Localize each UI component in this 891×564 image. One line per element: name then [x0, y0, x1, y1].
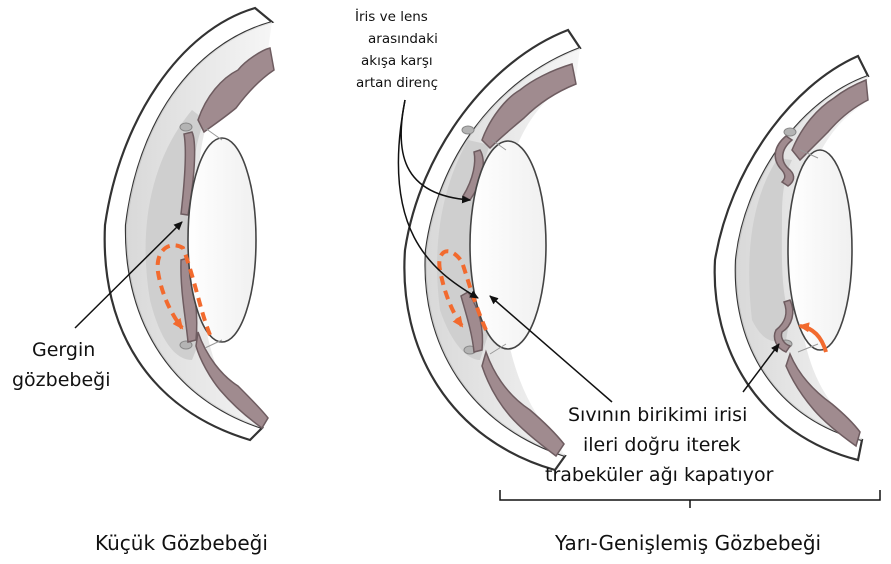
taut-pupil-line-1: Gergin	[32, 338, 95, 362]
resistance-note-line-4: artan direnç	[356, 75, 438, 91]
caption-small-pupil: Küçük Gözbebeği	[95, 530, 268, 556]
lens	[788, 150, 852, 350]
trabecular-meshwork	[462, 126, 474, 134]
trabecular-meshwork	[784, 128, 796, 136]
fluid-buildup-line-1: Sıvının birikimi irisi	[568, 403, 747, 427]
resistance-note-line-3: akışa karşı	[361, 53, 433, 69]
zonule	[205, 128, 222, 140]
eye-semi-dilated-2	[715, 56, 868, 460]
trabecular-meshwork	[180, 123, 192, 131]
caption-semi-dilated: Yarı-Genişlemiş Gözbebeği	[555, 530, 821, 556]
fluid-buildup-line-2: ileri doğru iterek	[583, 433, 741, 457]
lens	[470, 141, 546, 349]
fluid-buildup-line-3: trabeküler ağı kapatıyor	[545, 463, 773, 487]
taut-pupil-line-2: gözbebeği	[12, 368, 111, 392]
lens	[188, 138, 256, 342]
resistance-note-line-2: arasındaki	[368, 31, 438, 47]
resistance-note-line-1: İris ve lens	[355, 9, 428, 25]
group-bracket	[500, 490, 880, 508]
